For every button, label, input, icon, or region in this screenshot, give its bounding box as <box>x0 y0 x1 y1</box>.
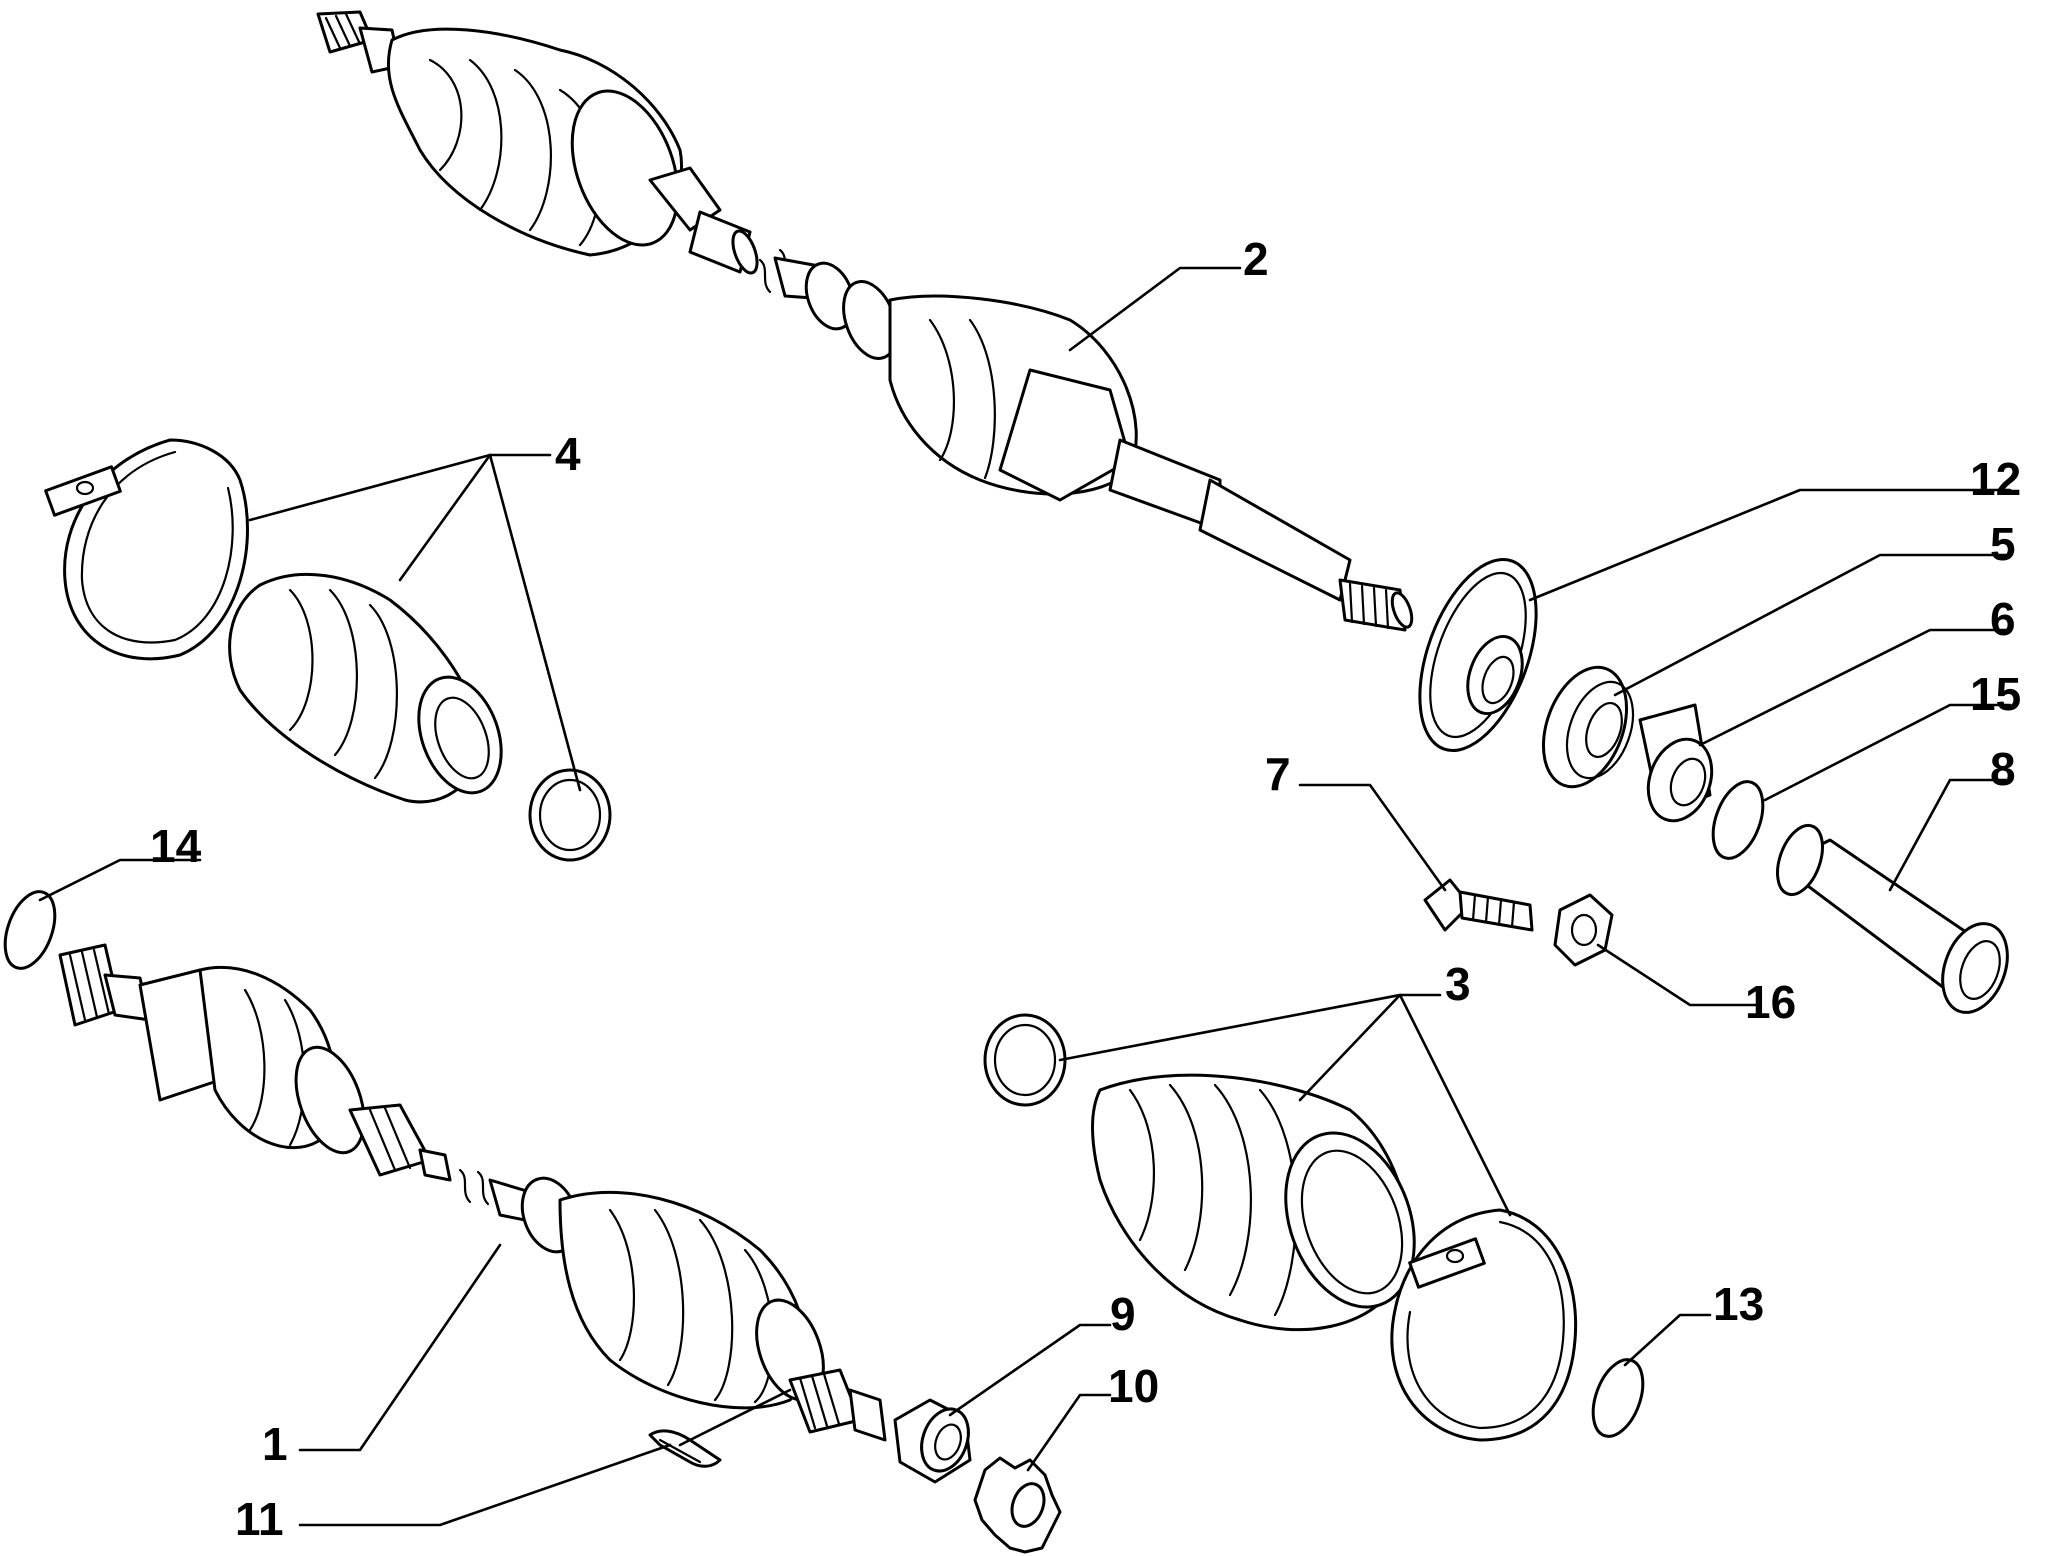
callout-15: 15 <box>1970 668 2021 720</box>
leader-2 <box>1068 266 1242 352</box>
callout-14: 14 <box>150 820 202 872</box>
bushing-6 <box>1638 703 1714 823</box>
leader-3 <box>1058 993 1442 1062</box>
seal-ring-12 <box>1418 557 1538 753</box>
callout-12: 12 <box>1970 453 2021 505</box>
bolt-7 <box>1423 878 1534 932</box>
leader-4b <box>398 453 492 582</box>
leader-8 <box>1888 778 2012 892</box>
o-ring-13 <box>1591 1358 1645 1438</box>
callout-7: 7 <box>1265 748 1291 800</box>
callout-8: 8 <box>1990 743 2016 795</box>
callout-10: 10 <box>1108 1360 1159 1412</box>
leader-12 <box>1528 488 2012 602</box>
leader-11b <box>678 1388 792 1447</box>
lower-drive-shaft <box>58 943 887 1442</box>
hub-nut-9 <box>893 1398 972 1484</box>
o-ring-15 <box>1711 780 1765 860</box>
leader-4c <box>488 453 582 792</box>
callout-labels: 2 4 12 5 6 15 8 7 16 3 14 1 11 9 10 13 <box>150 233 2021 1545</box>
leader-5 <box>1613 553 2012 697</box>
callout-3: 3 <box>1445 958 1471 1010</box>
leader-15 <box>1763 703 2012 802</box>
callout-9: 9 <box>1110 1288 1136 1340</box>
boot-kit-4 <box>44 438 612 862</box>
leader-3b <box>1298 993 1402 1102</box>
leader-10 <box>1026 1393 1112 1472</box>
callout-6: 6 <box>1990 593 2016 645</box>
leader-16 <box>1596 943 1762 1007</box>
leader-1 <box>298 1243 502 1452</box>
bearing-5 <box>1541 665 1635 789</box>
leader-6 <box>1698 628 2012 747</box>
callout-13: 13 <box>1713 1278 1764 1330</box>
leader-11 <box>298 1443 672 1527</box>
nut-16 <box>1553 893 1614 967</box>
sleeve-8 <box>1776 823 2009 1014</box>
callout-2: 2 <box>1243 233 1269 285</box>
leader-7 <box>1298 783 1447 892</box>
tone-ring-10 <box>973 1456 1062 1554</box>
upper-drive-shaft <box>316 10 1414 632</box>
boot-kit-3 <box>983 1013 1578 1442</box>
callout-11: 11 <box>235 1493 284 1545</box>
leader-lines <box>38 266 2012 1527</box>
cotter-pin-11 <box>648 1429 722 1468</box>
leader-3c <box>1398 993 1512 1217</box>
callout-16: 16 <box>1745 976 1796 1028</box>
callout-5: 5 <box>1990 518 2016 570</box>
callout-4: 4 <box>555 428 581 480</box>
o-ring-14 <box>3 890 57 970</box>
leader-13 <box>1623 1313 1712 1367</box>
callout-1: 1 <box>262 1418 288 1470</box>
leader-9 <box>948 1323 1112 1417</box>
leader-14 <box>38 858 202 902</box>
